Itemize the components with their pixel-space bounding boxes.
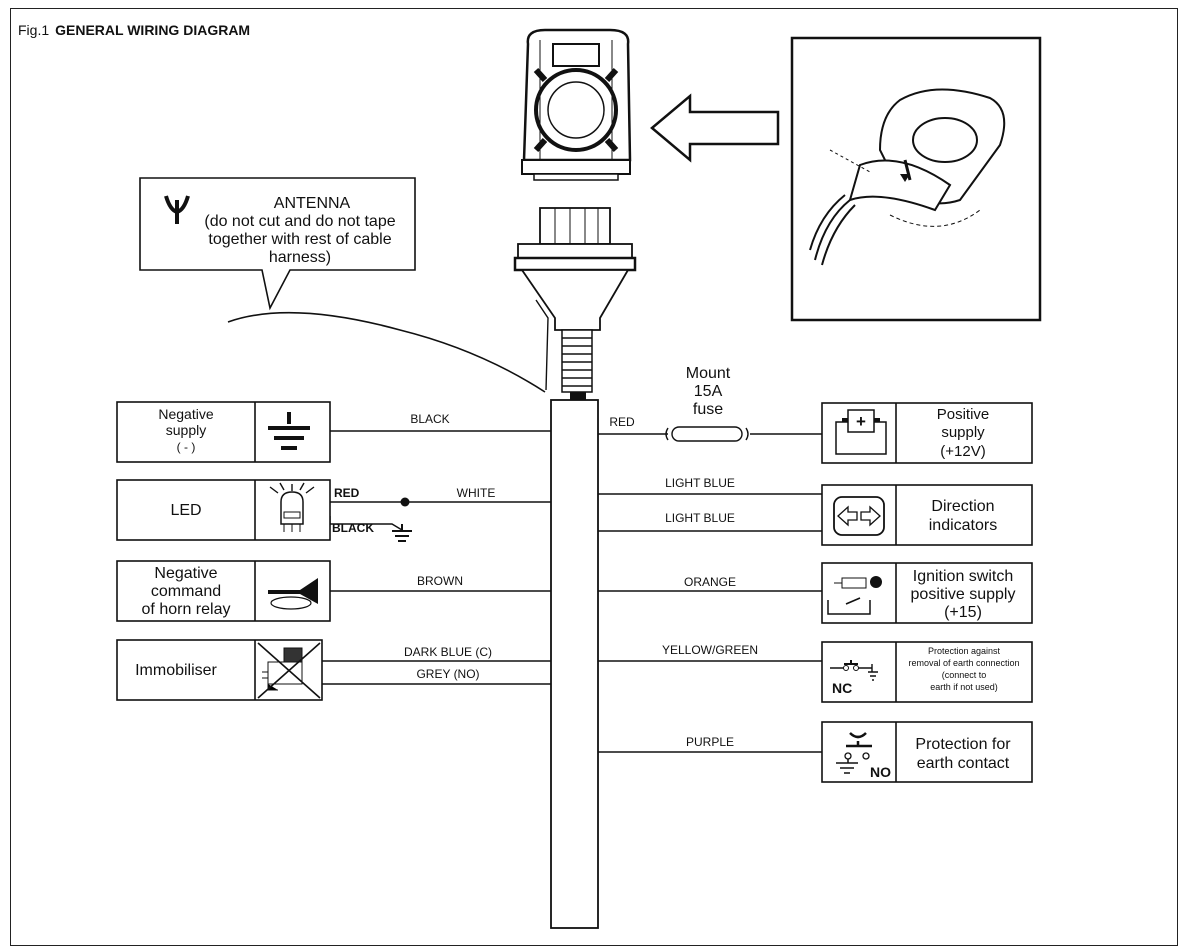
led-pin-black: BLACK [332, 521, 374, 535]
antenna-callout: ANTENNA (do not cut and do not tape toge… [139, 177, 546, 393]
direction-label-1: Direction [931, 498, 994, 515]
ground-icon [268, 412, 310, 450]
fuse-label-1: Mount [686, 365, 731, 382]
component-positive-supply: Positive supply (+12V) + [821, 402, 1033, 464]
no-switch-icon: NO [836, 732, 891, 780]
immobiliser-label: Immobiliser [135, 662, 217, 679]
horn-icon [268, 578, 318, 610]
antenna-note-3: harness) [269, 249, 331, 266]
direction-label-2: indicators [929, 517, 997, 534]
earth-contact-label-1: Protection for [915, 736, 1011, 753]
svg-text:+: + [856, 412, 866, 431]
arrow-left-icon [650, 93, 780, 163]
arrows-icon [833, 496, 885, 536]
fuse-icon [665, 426, 749, 442]
wire-yellow-green: YELLOW/GREEN [662, 643, 758, 657]
ignition-label-3: (+15) [944, 604, 982, 621]
wire-brown: BROWN [417, 574, 463, 588]
wire-red: RED [609, 415, 635, 429]
figure-number: Fig.1 [18, 22, 50, 38]
positive-supply-label-3: (+12V) [940, 443, 985, 460]
wire-orange: ORANGE [684, 575, 736, 589]
earth-removal-label-3: (connect to [942, 670, 987, 680]
wire-light-blue-1: LIGHT BLUE [665, 476, 735, 490]
immobiliser-icon [257, 642, 321, 699]
positive-supply-label-1: Positive [937, 406, 990, 423]
wire-purple: PURPLE [686, 735, 734, 749]
horn-label-2: command [151, 583, 221, 600]
fuse-label-2: 15A [694, 383, 723, 400]
negative-supply-label-3: ( - ) [177, 440, 196, 454]
nc-label: NC [832, 680, 852, 696]
earth-removal-label-2: removal of earth connection [908, 658, 1019, 668]
figure-heading: GENERAL WIRING DIAGRAM [55, 22, 251, 38]
antenna-note-1: (do not cut and do not tape [204, 213, 395, 230]
earth-removal-label-4: earth if not used) [930, 682, 998, 692]
ground-icon [392, 524, 412, 542]
component-ignition-switch: Ignition switch positive supply (+15) [821, 562, 1033, 624]
component-negative-supply: Negative supply ( - ) [116, 401, 331, 463]
wire-light-blue-2: LIGHT BLUE [665, 511, 735, 525]
fuse-label-3: fuse [693, 401, 723, 418]
positive-supply-label-2: supply [941, 424, 985, 441]
antenna-note-2: together with rest of cable [208, 231, 391, 248]
battery-icon: + [835, 409, 887, 455]
wire-white: WHITE [457, 486, 496, 500]
led-pin-red: RED [334, 486, 360, 500]
wire-dark-blue: DARK BLUE (C) [404, 645, 492, 659]
wire-grey: GREY (NO) [416, 667, 479, 681]
siren-unit-illustration [521, 28, 632, 181]
earth-removal-label-1: Protection against [928, 646, 1001, 656]
component-horn-relay: Negative command of horn relay [116, 560, 331, 622]
wire-black: BLACK [410, 412, 449, 426]
antenna-label: ANTENNA [274, 195, 351, 212]
ignition-label-1: Ignition switch [913, 568, 1014, 585]
negative-supply-label-1: Negative [158, 406, 213, 422]
figure-title: Fig.1 GENERAL WIRING DIAGRAM [18, 22, 250, 38]
component-immobiliser: Immobiliser [116, 639, 323, 701]
component-led: LED [116, 479, 331, 541]
led-icon [269, 482, 315, 532]
connector-detail-inset [790, 36, 1042, 322]
component-earth-removal-protection: Protection against removal of earth conn… [821, 641, 1033, 703]
cable-harness-bar [550, 399, 599, 929]
component-earth-contact-protection: Protection for earth contact NO [821, 721, 1033, 783]
led-label: LED [170, 502, 201, 519]
horn-label-1: Negative [154, 565, 217, 582]
earth-contact-label-2: earth contact [917, 755, 1010, 772]
harness-connector-illustration [513, 207, 637, 400]
antenna-icon [164, 195, 190, 224]
component-direction-indicators: Direction indicators [821, 484, 1033, 546]
no-label: NO [870, 764, 891, 780]
ignition-label-2: positive supply [911, 586, 1016, 603]
horn-label-3: of horn relay [142, 601, 231, 618]
negative-supply-label-2: supply [166, 422, 206, 438]
ignition-icon [827, 576, 882, 615]
nc-switch-icon: NC [830, 660, 878, 696]
